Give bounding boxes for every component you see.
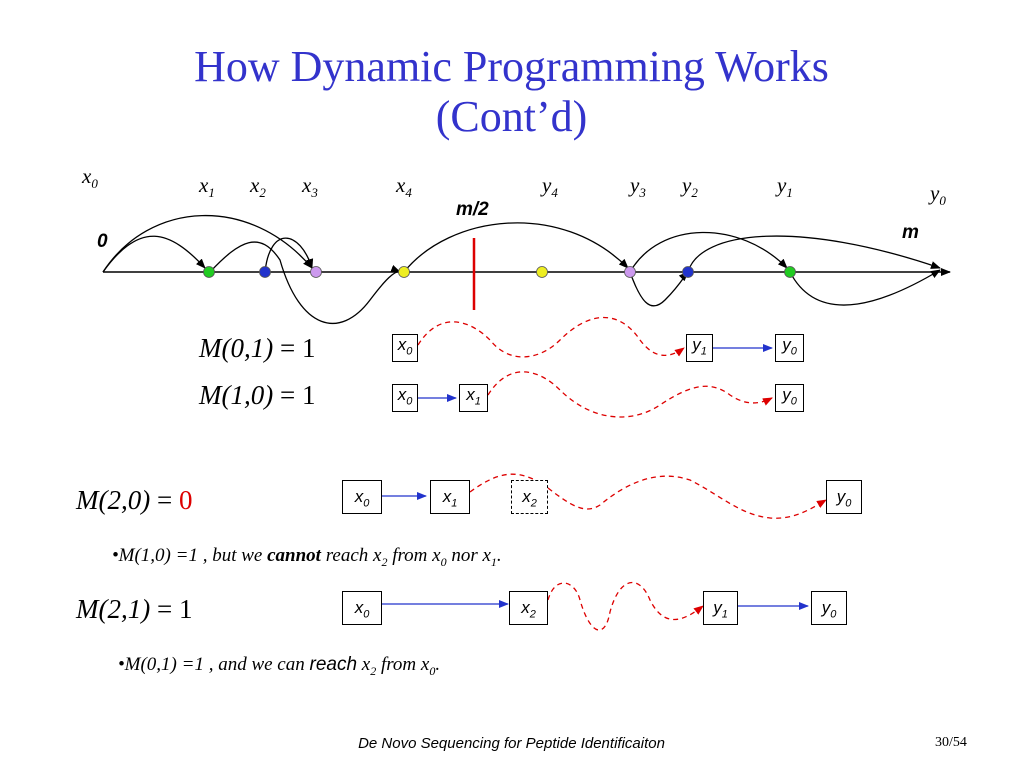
axis-label-y1: y1 (777, 173, 793, 201)
equation-m21: M(2,1) = 1 (76, 594, 193, 624)
box-y0: y0 (775, 384, 804, 412)
equation-m01: M(0,1) = 1 (199, 333, 316, 363)
arc-0-x1 (102, 235, 206, 273)
box-y0: y0 (811, 591, 847, 625)
axis-label-x1: x1 (199, 173, 215, 201)
equation-m10: M(1,0) = 1 (199, 380, 316, 410)
point-y4 (536, 266, 548, 278)
m-half-label: m/2 (456, 199, 489, 220)
point-y2 (682, 266, 694, 278)
box-x0: x0 (342, 591, 382, 625)
box-x1: x1 (459, 384, 488, 412)
arc-y3-dip (629, 271, 689, 307)
note-m21: •M(0,1) =1 , and we can reach x2 from x0… (118, 654, 441, 678)
box-y1: y1 (703, 591, 738, 625)
row-connectors (382, 317, 827, 631)
row1-wave (417, 317, 685, 358)
title-line-1: How Dynamic Programming Works (194, 42, 829, 91)
point-x1 (203, 266, 215, 278)
axis-label-x2: x2 (250, 173, 266, 201)
box-y0: y0 (775, 334, 804, 362)
box-x0: x0 (392, 334, 418, 362)
box-x2-unreachable: x2 (511, 480, 548, 514)
zero-label: 0 (97, 231, 108, 252)
page-number: 30/54 (935, 735, 967, 750)
note-m20: •M(1,0) =1 , but we cannot reach x2 from… (112, 545, 502, 569)
axis-label-y0: y0 (930, 181, 946, 209)
box-x2: x2 (509, 591, 548, 625)
point-x4 (398, 266, 410, 278)
point-x3 (310, 266, 322, 278)
box-x1: x1 (430, 480, 470, 514)
point-y1 (784, 266, 796, 278)
axis-points (203, 266, 796, 278)
footer-text: De Novo Sequencing for Peptide Identific… (358, 735, 665, 752)
row3-wave-b (547, 475, 827, 519)
axis-label-y4: y4 (542, 173, 558, 201)
axis-label-y3: y3 (630, 173, 646, 201)
arc-y2-y0 (687, 235, 941, 273)
equation-m20: M(2,0) = 0 (76, 485, 193, 515)
box-x0: x0 (342, 480, 382, 514)
point-x2 (259, 266, 271, 278)
path-arcs (102, 214, 941, 325)
arc-x4-y3 (403, 222, 629, 273)
point-y3 (624, 266, 636, 278)
arc-y1-y0 (789, 269, 941, 306)
title-line-2: (Cont’d) (435, 92, 588, 141)
box-y0: y0 (826, 480, 862, 514)
arc-x2-x3 (264, 237, 314, 273)
arc-0-x3 (102, 214, 313, 273)
axis-label-x3: x3 (302, 173, 318, 201)
axis-label-x4: x4 (396, 173, 412, 201)
row4-wave (547, 582, 704, 631)
arc-y3-y1 (629, 231, 788, 273)
m-label: m (902, 222, 919, 243)
row2-wave (487, 371, 773, 418)
axis-label-x0: x0 (82, 164, 98, 192)
box-y1: y1 (686, 334, 713, 362)
slide-title: How Dynamic Programming Works (Cont’d) (0, 42, 1023, 142)
arc-x1-dip (209, 241, 401, 325)
box-x0: x0 (392, 384, 418, 412)
axis-label-y2: y2 (682, 173, 698, 201)
